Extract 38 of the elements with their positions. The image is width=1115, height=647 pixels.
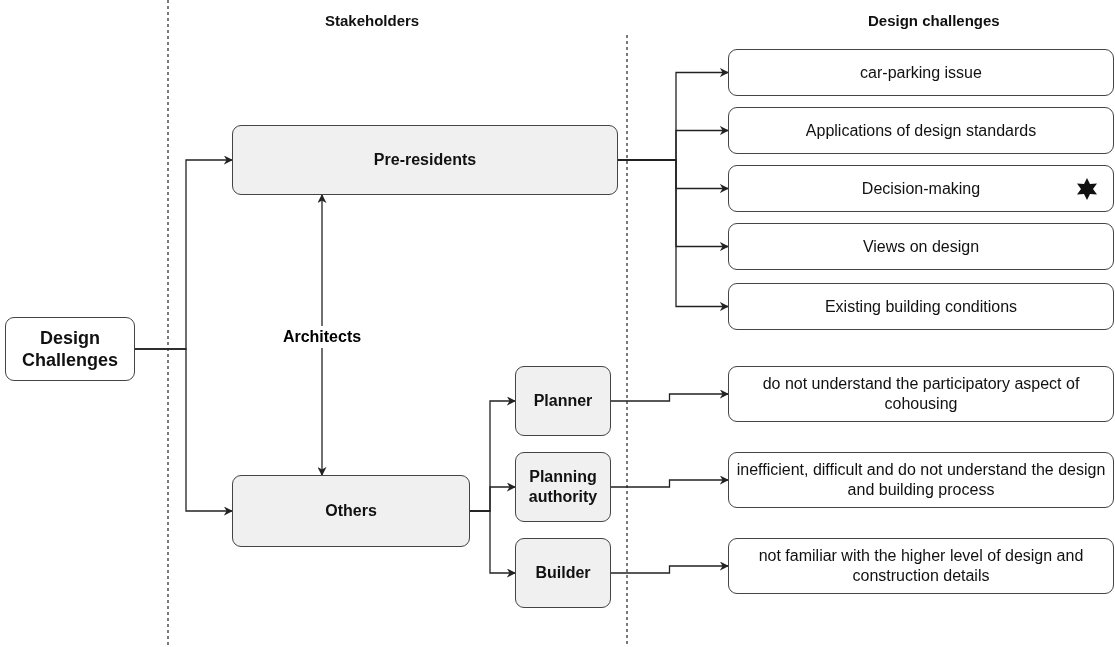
node-label: not familiar with the higher level of design and construction details [757, 546, 1085, 586]
edge-label: Architects [280, 326, 364, 348]
node-label: car-parking issue [859, 62, 983, 83]
node-label: Planning authority [527, 467, 599, 507]
challenge-box [728, 538, 1114, 594]
arrow [617, 159, 729, 311]
stakeholder-box [515, 538, 611, 608]
challenge-box [728, 49, 1114, 96]
arrow [317, 194, 327, 476]
arrow [134, 348, 233, 516]
arrow [610, 561, 729, 574]
challenge-box [728, 283, 1114, 330]
stakeholder-box [232, 475, 470, 547]
node-label: do not understand the participatory aspect of cohousing [761, 374, 1081, 414]
arrow [610, 475, 729, 488]
challenge-box [728, 452, 1114, 508]
challenge-box [728, 366, 1114, 422]
node-label: Design Challenges [21, 326, 119, 372]
node-label: Pre-residents [372, 150, 478, 170]
node-label: Existing building conditions [823, 296, 1019, 317]
node-label: Builder [534, 563, 592, 583]
stakeholder-box [515, 366, 611, 436]
arrow [610, 389, 729, 402]
challenge-box [728, 107, 1114, 154]
challenge-box [728, 223, 1114, 270]
column-header: Design challenges [868, 12, 1000, 29]
node-label: inefficient, difficult and do not understand the design and building process [735, 460, 1107, 500]
stakeholder-box [515, 452, 611, 522]
node-label: Views on design [861, 236, 981, 257]
node-label: Applications of design standards [804, 120, 1038, 141]
stakeholder-box [232, 125, 618, 195]
column-header: Stakeholders [325, 12, 420, 29]
root-box [5, 317, 135, 381]
node-label: Decision-making [860, 178, 982, 199]
node-label: Others [324, 501, 378, 521]
node-label: Planner [532, 391, 594, 411]
arrow [469, 510, 516, 578]
challenge-box [728, 165, 1114, 212]
